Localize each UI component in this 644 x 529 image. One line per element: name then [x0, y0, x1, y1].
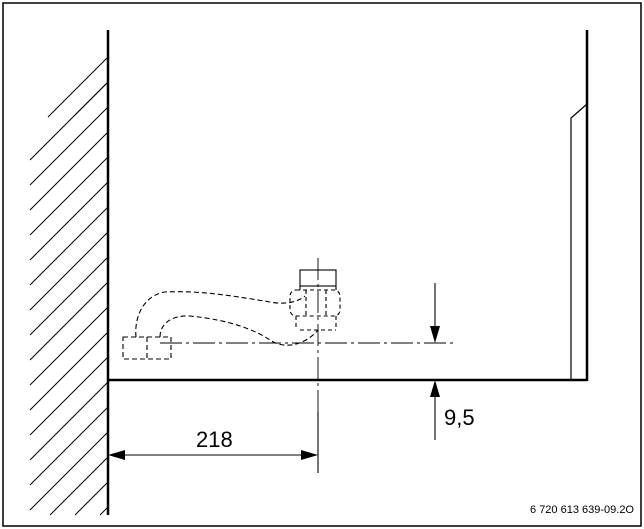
figure-reference: 6 720 613 639-09.2O — [530, 504, 634, 516]
valve — [289, 269, 341, 331]
dimension-arrow-right — [301, 450, 318, 460]
appliance-outline — [108, 30, 589, 382]
dimension-label-horizontal: 218 — [196, 427, 233, 452]
dimension-label-vertical: 9,5 — [444, 405, 475, 430]
dimension-arrow-left — [108, 450, 125, 460]
horizontal-dimension — [125, 412, 319, 473]
center-lines — [160, 258, 455, 412]
pipe-hidden — [122, 291, 319, 360]
wall-hatching — [29, 56, 109, 516]
vertical-dimension — [430, 283, 440, 440]
